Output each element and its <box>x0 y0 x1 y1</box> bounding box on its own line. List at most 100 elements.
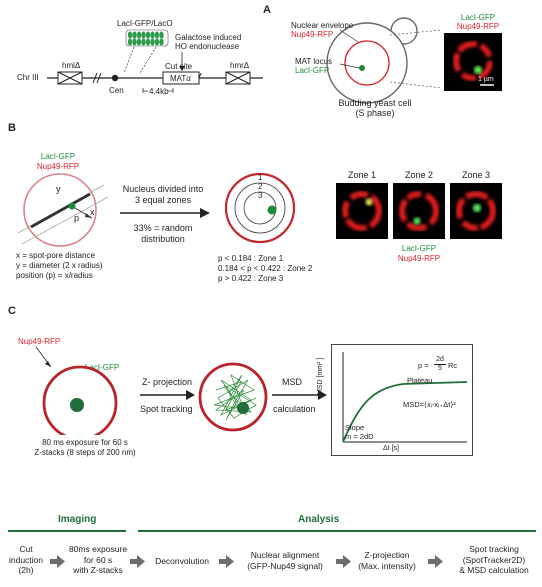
arrow-c1-icon <box>140 390 195 400</box>
random-line1: 33% = random <box>133 223 193 233</box>
budding-yeast-diagram <box>326 17 440 104</box>
yeast-microscopy-image: 1 µm <box>444 33 502 91</box>
panel-b-letter: B <box>8 122 16 134</box>
msd-plot-frame <box>331 344 473 456</box>
nup49-rfp-label-b: Nup49-RFP <box>36 162 80 171</box>
flow-arrow-icon <box>50 555 65 568</box>
zone-number-3: 3 <box>258 191 263 200</box>
msd-equation: MSD=⟨xᵢ-xᵢ₊Δt⟩² <box>403 400 456 409</box>
step-6-line3: & MSD calculation <box>459 565 529 575</box>
step-6-line2: (SpotTracker2D) <box>462 554 526 565</box>
x-label: x <box>90 207 95 217</box>
laco-array <box>125 29 169 47</box>
flow-arrow-icon <box>336 555 351 568</box>
flow-arrow-icon <box>219 555 234 568</box>
ho-endonuclease-label: HO endonuclease <box>175 42 240 51</box>
img-laci-gfp-label-b: LacI-GFP <box>401 244 437 253</box>
zone-1-title: Zone 1 <box>347 170 377 180</box>
step-1-line2: induction <box>8 554 44 565</box>
step-nuclear-alignment: Nuclear alignment (GFP-Nup49 signal) <box>236 550 334 571</box>
galactose-label: Galactose induced <box>175 33 242 42</box>
slope-equation: m = 2dD <box>345 432 374 441</box>
panel-c-letter: C <box>8 305 16 317</box>
imaging-underline <box>8 530 126 532</box>
zprojection-label: Z- projection <box>142 377 193 387</box>
s-phase-label: (S phase) <box>355 108 395 118</box>
laci-gfp-label-a: LacI-GFP <box>295 66 330 75</box>
zone-2-title: Zone 2 <box>404 170 434 180</box>
zone-rule-3: p > 0.422 : Zone 3 <box>218 274 284 283</box>
distance-label: 4.4kb <box>149 87 169 96</box>
step-2-line2: for 60 s <box>83 554 113 565</box>
mat-label: MATα <box>170 74 191 83</box>
imaging-heading: Imaging <box>58 514 97 525</box>
spot-tracking-label: Spot tracking <box>140 404 193 414</box>
zone-rule-1: p < 0.184 : Zone 1 <box>218 254 284 263</box>
mat-locus-label: MAT locus <box>295 57 333 66</box>
def-p: position (p) = x/radius <box>16 271 93 280</box>
step-1-line3: (2h) <box>18 565 34 575</box>
nucleus-measurement-diagram <box>17 173 109 247</box>
mat-box <box>162 71 200 85</box>
arrow-c2-icon <box>272 390 327 400</box>
exposure-line1: 80 ms exposure for 60 s <box>42 438 128 447</box>
step-5-line1: Z-projection <box>364 550 410 560</box>
track-diagram <box>198 362 268 432</box>
chr-label: Chr III <box>17 73 39 82</box>
nucleus-circle <box>344 40 390 86</box>
nuclear-envelope-label: Nuclear envelope <box>291 21 354 30</box>
zone-1-image <box>336 183 388 239</box>
zone-rule-2: 0.184 < p < 0.422 : Zone 2 <box>218 264 313 273</box>
mat-locus-dot <box>359 65 365 71</box>
def-y: y = diameter (2 x radius) <box>16 261 103 270</box>
gfp-spot-b <box>68 202 76 210</box>
msd-curve <box>342 381 468 443</box>
step-2-line1: 80ms exposure <box>68 544 128 554</box>
zone-number-2: 2 <box>258 182 263 191</box>
p-equation-lhs: p = <box>418 361 429 370</box>
analysis-underline <box>138 530 536 532</box>
zone-3-title: Zone 3 <box>461 170 491 180</box>
step-zprojection: Z-projection (Max. intensity) <box>352 550 422 571</box>
hmr-label: hmrΔ <box>230 61 250 70</box>
chromosome-diagram <box>47 29 263 93</box>
scalebar-label: 1 µm <box>478 76 494 83</box>
nup49-rfp-label-c: Nup49-RFP <box>18 337 61 346</box>
step-3-line1: Deconvolution <box>155 556 209 566</box>
step-deconvolution: Deconvolution <box>146 556 218 567</box>
hmr-box <box>225 71 251 85</box>
panel-a-letter: A <box>263 4 271 16</box>
step-6-line1: Spot tracking <box>469 544 519 554</box>
gfp-spot-c <box>70 398 84 412</box>
p-equation-num: 2d <box>434 356 446 365</box>
zone-number-1: 1 <box>258 173 263 182</box>
gfp-spot-track <box>237 402 249 414</box>
img-nup49-rfp-label-b: Nup49-RFP <box>397 254 441 263</box>
divided-line1: Nucleus divided into <box>122 184 204 194</box>
step-2-line3: with Z-stacks <box>73 565 123 575</box>
laci-gfp-label-c: LacI-GFP <box>85 363 120 372</box>
step-cut-induction: Cut induction (2h) <box>2 544 50 576</box>
arrow-b-icon <box>120 208 210 218</box>
laci-laco-label: LacI-GFP/LacO <box>117 19 173 28</box>
step-spot-tracking: Spot tracking (SpotTracker2D) & MSD calc… <box>448 544 540 576</box>
msd-ylabel: MSD [mm² ] <box>317 357 324 395</box>
msd-label: MSD <box>282 377 302 387</box>
exposure-line2: Z-stacks (8 steps of 200 nm) <box>34 448 136 457</box>
msd-xlabel: Δt [s] <box>383 445 399 452</box>
nucleus-c-diagram <box>35 346 118 435</box>
step-5-line2: (Max. intensity) <box>358 560 416 571</box>
cut-site-label: Cut site <box>165 62 193 71</box>
divided-line2: 3 equal zones <box>134 195 192 205</box>
three-zones-diagram <box>224 172 296 244</box>
cen-label: Cen <box>109 86 124 95</box>
centromere-dot <box>111 74 119 82</box>
def-x: x = spot-pore distance <box>16 251 95 260</box>
p-label: p <box>74 213 80 223</box>
p-equation-den: 5 <box>438 365 442 372</box>
flow-arrow-icon <box>130 555 145 568</box>
calculation-label: calculation <box>273 404 316 414</box>
slope-label: Slope <box>345 423 365 432</box>
flow-arrow-icon <box>428 555 443 568</box>
analysis-heading: Analysis <box>298 514 340 525</box>
